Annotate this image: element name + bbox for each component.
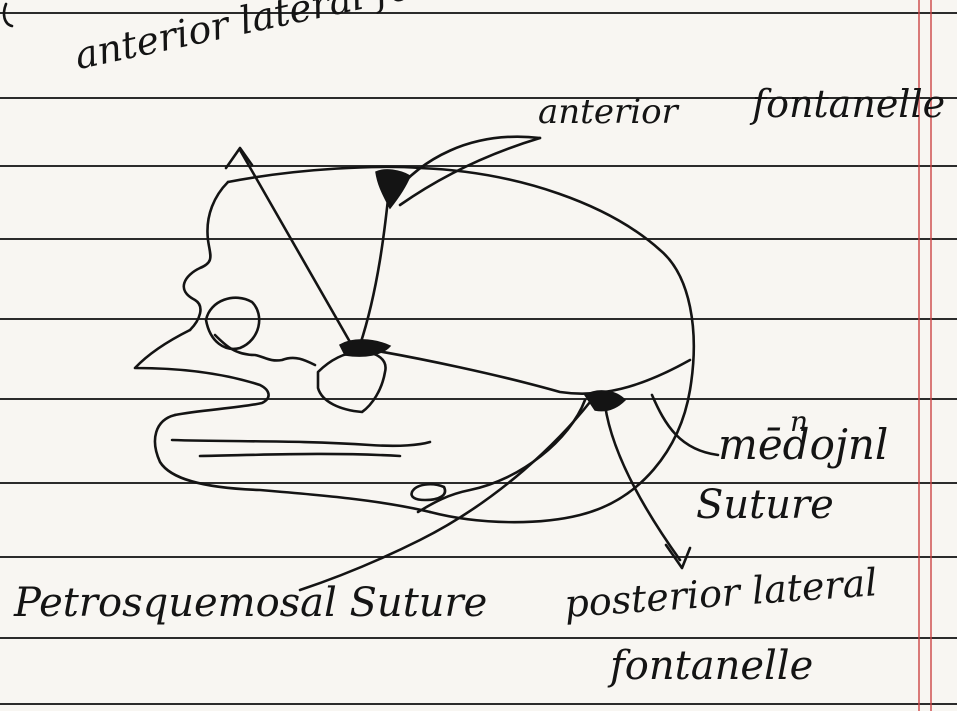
jaw-line (172, 440, 430, 446)
skull-outline (228, 167, 694, 522)
squamosal-suture (360, 348, 690, 394)
orbit-outline (206, 298, 259, 349)
posterior-lateral-fontanelle-mark (585, 391, 625, 411)
coronal-suture (360, 180, 390, 345)
label-petrosquamosal-suture: Petrosquemosal Suture (14, 580, 487, 626)
jaw-line-inner (200, 454, 400, 456)
tympanic-oval (412, 484, 445, 500)
leader-mastoid (652, 395, 718, 455)
leader-petrosquamosal (300, 402, 590, 590)
skull-base-outline (155, 415, 430, 512)
label-mastoid-suture-line2: Suture (696, 482, 834, 528)
label-posterior-lateral-fontanelle-line2: fontanelle (610, 643, 813, 689)
label-anterior-fontanelle-line1: anterior (538, 92, 678, 132)
frontal-outline (184, 182, 228, 330)
leader-anterior-lateral (240, 150, 350, 342)
squama-outline (318, 352, 386, 412)
anterior-lateral-fontanelle-mark (340, 340, 390, 356)
label-anterior-fontanelle-line2: fontanelle (752, 82, 945, 126)
stray-ink-mark (4, 4, 12, 26)
label-mastoid-suture-line1: mēdojnl (718, 420, 888, 469)
